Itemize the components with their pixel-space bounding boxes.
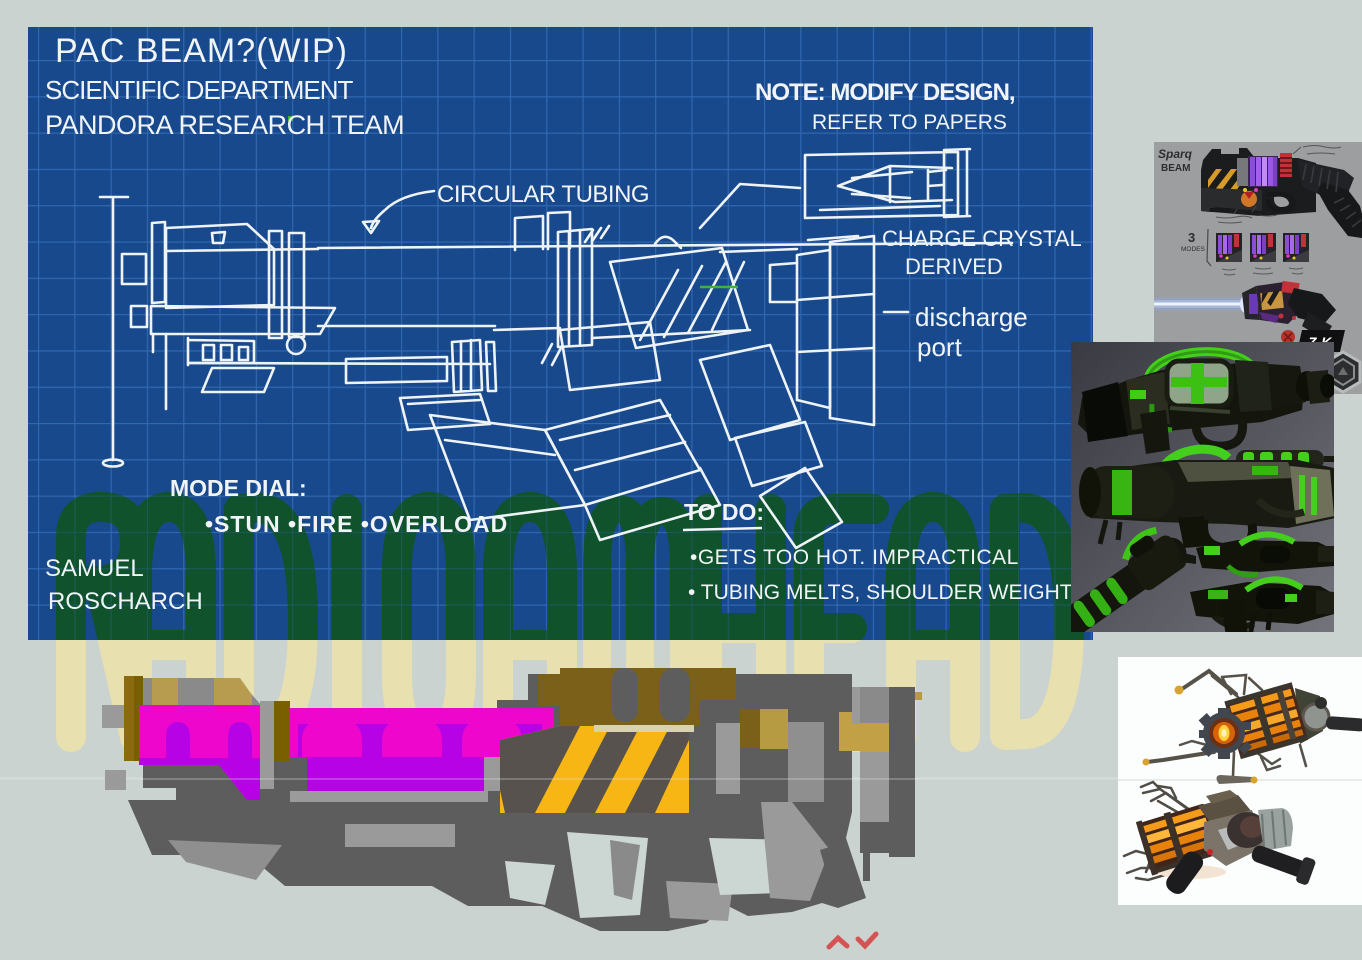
svg-text:BEAM: BEAM — [1161, 163, 1190, 174]
svg-text:port: port — [917, 332, 963, 362]
svg-text:•GETS TOO HOT. IMPRACTICAL: •GETS TOO HOT. IMPRACTICAL — [690, 546, 1019, 569]
svg-text:PANDORA RESEARCH TEAM: PANDORA RESEARCH TEAM — [45, 110, 404, 140]
svg-text:TO DO:: TO DO: — [684, 499, 764, 525]
svg-text:CHARGE CRYSTAL: CHARGE CRYSTAL — [882, 226, 1082, 251]
svg-text:REFER TO PAPERS: REFER TO PAPERS — [812, 111, 1007, 134]
svg-text:CIRCULAR TUBING: CIRCULAR TUBING — [437, 181, 649, 208]
svg-text:discharge: discharge — [915, 302, 1028, 332]
svg-text:•STUN •FIRE •OVERLOAD: •STUN •FIRE •OVERLOAD — [205, 511, 508, 537]
svg-text:Sparq: Sparq — [1158, 147, 1193, 161]
svg-text:DERIVED: DERIVED — [905, 254, 1003, 279]
svg-text:• TUBING MELTS, SHOULDER WEIGH: • TUBING MELTS, SHOULDER WEIGHT — [688, 581, 1073, 604]
svg-text:ROSCHARCH: ROSCHARCH — [48, 588, 203, 615]
svg-text:MODES: MODES — [1181, 246, 1206, 253]
svg-text:NOTE: MODIFY DESIGN,: NOTE: MODIFY DESIGN, — [755, 79, 1015, 106]
svg-text:3: 3 — [1188, 230, 1195, 245]
svg-text:SAMUEL: SAMUEL — [45, 555, 144, 582]
svg-text:MODE DIAL:: MODE DIAL: — [170, 475, 307, 501]
svg-text:PAC BEAM?(WIP): PAC BEAM?(WIP) — [55, 32, 348, 70]
svg-text:SCIENTIFIC DEPARTMENT: SCIENTIFIC DEPARTMENT — [45, 75, 354, 105]
